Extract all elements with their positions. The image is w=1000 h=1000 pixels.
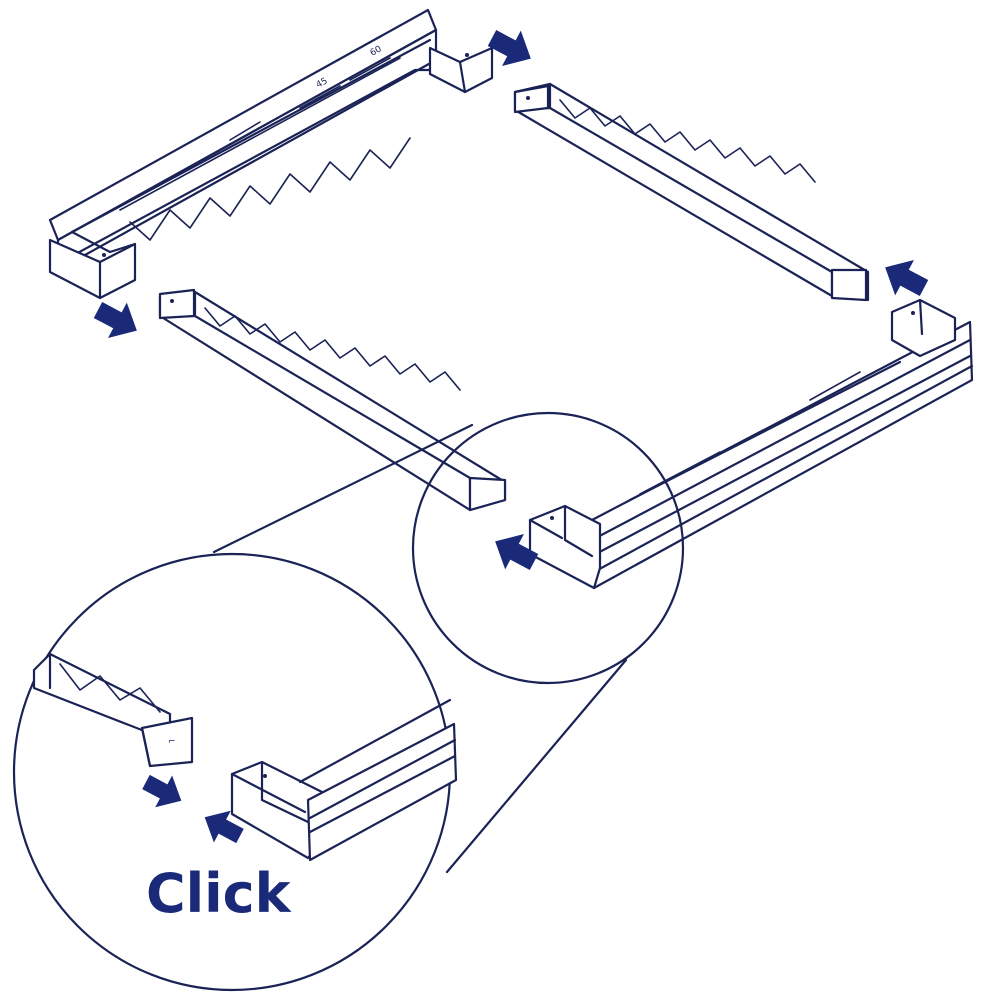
arrow-icon (885, 260, 929, 296)
click-label: Click (146, 862, 292, 925)
rail-top-left: 45 60 (48, 8, 494, 300)
arrow-icon (93, 302, 137, 338)
magnifier-circle (212, 411, 685, 874)
bar-upper-right (513, 82, 870, 302)
arrow-icon (204, 810, 244, 844)
rail-bottom-right (528, 298, 974, 590)
arrow-icon (487, 30, 531, 66)
arrow-icon (495, 534, 539, 570)
zoom-end-mark-a: ⌐ (168, 737, 176, 747)
scale-mark-45: 45 (315, 76, 330, 90)
zoom-detail: ⌐ Click (12, 552, 458, 992)
arrow-icon (142, 774, 182, 808)
scale-mark-60: 60 (369, 44, 384, 58)
bar-lower-left (158, 288, 507, 512)
